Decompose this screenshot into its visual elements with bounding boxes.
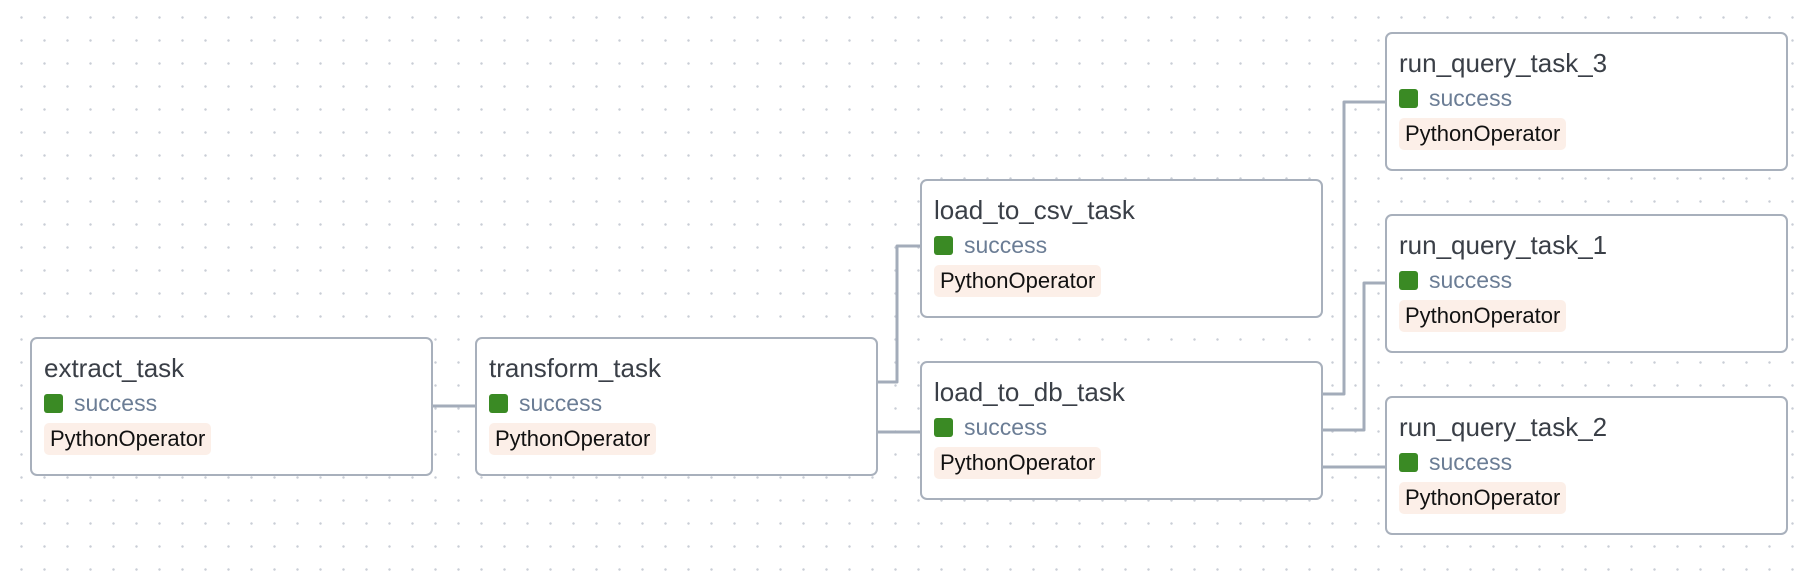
status-label: success [1429,449,1513,475]
success-status-icon [44,393,63,413]
edge-load-db-to-run-query-3 [1322,100,1386,396]
operator-badge: PythonOperator [1399,300,1567,332]
task-name: load_to_db_task [934,377,1125,407]
task-status: success [1399,267,1774,293]
task-node-extract-task[interactable]: extract_task success PythonOperator [30,337,433,476]
task-node-transform-task[interactable]: transform_task success PythonOperator [475,337,878,476]
operator-badge: PythonOperator [934,447,1102,479]
operator-badge: PythonOperator [1399,118,1567,150]
edge-transform-to-load-csv [878,244,922,384]
task-name: transform_task [489,353,661,383]
operator-badge: PythonOperator [44,423,212,455]
operator-badge: PythonOperator [934,265,1102,297]
task-node-run-query-task-2[interactable]: run_query_task_2 success PythonOperator [1385,396,1788,535]
task-status: success [934,232,1309,258]
task-name: load_to_csv_task [934,195,1135,225]
success-status-icon [934,235,953,255]
status-label: success [519,390,603,416]
status-label: success [964,232,1048,258]
task-status: success [934,414,1309,440]
success-status-icon [1399,88,1418,108]
task-node-run-query-task-3[interactable]: run_query_task_3 success PythonOperator [1385,32,1788,171]
status-label: success [74,390,158,416]
task-status: success [1399,449,1774,475]
status-label: success [1429,85,1513,111]
success-status-icon [1399,270,1418,290]
operator-badge: PythonOperator [489,423,657,455]
task-name: extract_task [44,353,185,383]
status-label: success [964,414,1048,440]
task-status: success [44,390,419,416]
task-name: run_query_task_2 [1399,412,1608,442]
task-name: run_query_task_3 [1399,48,1608,78]
task-name: run_query_task_1 [1399,230,1608,260]
task-status: success [489,390,864,416]
success-status-icon [934,417,953,437]
edge-load-db-to-run-query-1 [1322,281,1386,432]
task-node-run-query-task-1[interactable]: run_query_task_1 success PythonOperator [1385,214,1788,353]
status-label: success [1429,267,1513,293]
task-status: success [1399,85,1774,111]
task-node-load-to-db-task[interactable]: load_to_db_task success PythonOperator [920,361,1323,500]
success-status-icon [489,393,508,413]
success-status-icon [1399,452,1418,472]
operator-badge: PythonOperator [1399,482,1567,514]
task-node-load-to-csv-task[interactable]: load_to_csv_task success PythonOperator [920,179,1323,318]
